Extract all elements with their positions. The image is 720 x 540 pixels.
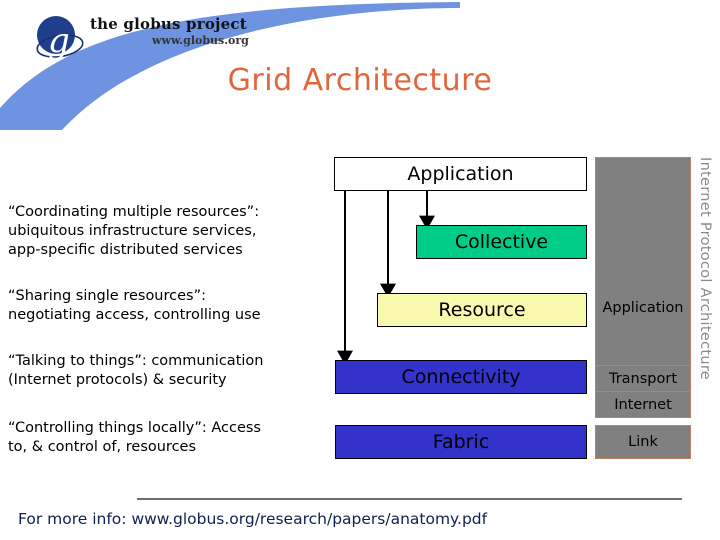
description-line: to, & control of, resources [8,439,197,455]
description-line: ubiquitous infrastructure services, [8,223,257,239]
grid-layer-label: Fabric [432,431,490,453]
globus-logo-mark-icon: g [36,16,84,61]
grid-layer-application[interactable]: Application [334,157,587,191]
grid-layer-connectivity[interactable]: Connectivity [335,360,587,394]
ip-stack-vertical-title: Internet Protocol Architecture [692,157,718,459]
grid-layer-label: Resource [438,299,526,321]
description-collective: “Coordinating multiple resources”: ubiqu… [8,203,333,260]
grid-layer-resource[interactable]: Resource [377,293,587,327]
grid-layer-fabric[interactable]: Fabric [335,425,587,459]
description-line: “Controlling things locally”: Access [8,420,261,436]
footer-divider [137,498,682,500]
ip-layer-label: Link [628,434,658,450]
description-line: “Coordinating multiple resources”: [8,204,260,220]
footer-link[interactable]: For more info: www.globus.org/research/p… [18,510,488,528]
ip-layer-application[interactable]: Application [595,157,691,366]
globus-logo-wordmark: the globus project [90,15,247,33]
ip-layer-label: Internet [614,396,672,413]
globus-logo-url: www.globus.org [152,34,249,47]
grid-layer-collective[interactable]: Collective [416,225,587,259]
ip-layer-link[interactable]: Link [595,425,691,459]
ip-layer-transport[interactable]: Transport [595,365,691,392]
description-line: “Sharing single resources”: [8,288,206,304]
grid-layer-label: Connectivity [401,366,521,388]
description-connectivity: “Talking to things”: communication (Inte… [8,352,333,390]
page-title: Grid Architecture [227,63,493,98]
ip-layer-label: Transport [608,370,678,387]
svg-text:g: g [48,21,70,61]
globus-logo: g the globus project www.globus.org [32,14,252,70]
description-line: “Talking to things”: communication [8,353,264,369]
description-line: (Internet protocols) & security [8,372,227,388]
ip-layer-label: Application [602,299,684,316]
description-resource: “Sharing single resources”: negotiating … [8,287,333,325]
description-line: app-specific distributed services [8,242,243,258]
description-line: negotiating access, controlling use [8,307,261,323]
ip-stack-vertical-label: Internet Protocol Architecture [697,157,713,380]
description-fabric: “Controlling things locally”: Access to,… [8,419,333,457]
ip-layer-internet[interactable]: Internet [595,391,691,418]
grid-layer-label: Application [407,163,514,185]
grid-layer-label: Collective [454,231,549,253]
